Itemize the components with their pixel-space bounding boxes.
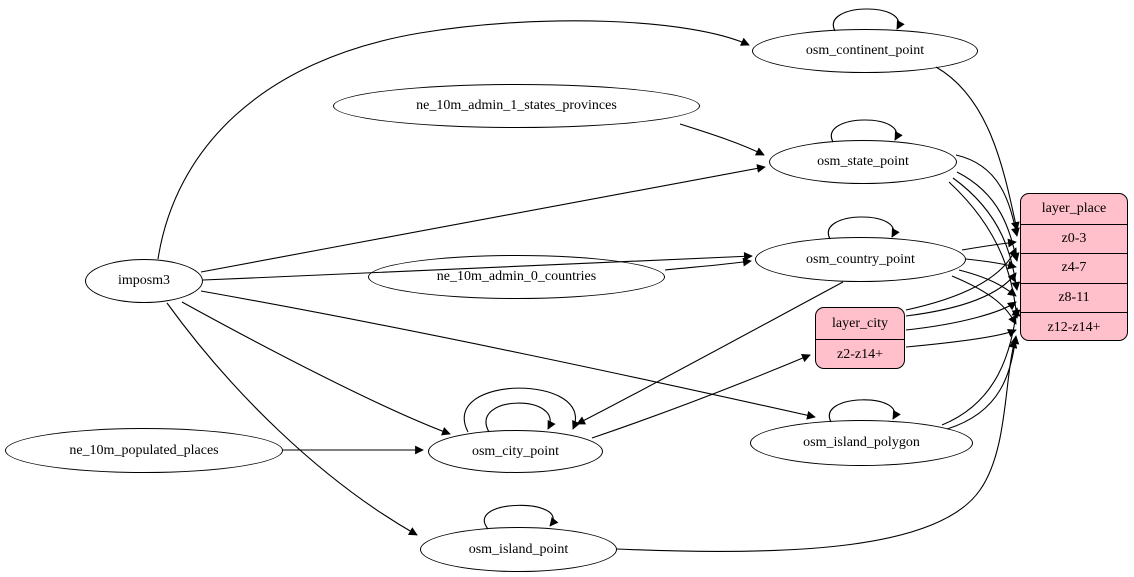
edge-osm-city-point-to-layer-city-z2-z14 (591, 353, 811, 439)
edge-self-loop-inner-osm-city-point (485, 402, 556, 433)
edge-osm-country-point-to-layer-place-z8-11 (958, 269, 1017, 297)
edge-ne-10m-admin-1-states-provinces-to-osm-state-point (679, 123, 765, 156)
layer-place-row-z12-z14: z12-z14+ (1021, 312, 1127, 340)
edge-layer-city-to-layer-place-z4-7 (905, 272, 1017, 317)
edge-osm-state-point-to-layer-place-z8-11 (952, 177, 1021, 291)
edge-osm-country-point-to-layer-place-z0-3 (961, 238, 1017, 251)
layer-place-row-z8-11: z8-11 (1021, 282, 1127, 313)
layer-place-title: layer_place (1041, 200, 1107, 216)
node-imposm3: imposm3 (85, 259, 203, 303)
node-osm-state-point-label: osm_state_point (817, 154, 909, 169)
layer-city-row-z2-z14: z2-z14+ (816, 339, 904, 368)
node-ne-10m-admin-0-countries-label: ne_10m_admin_0_countries (436, 269, 597, 284)
edge-osm-continent-point-to-layer-place-z0-3 (935, 66, 1020, 231)
node-ne-10m-admin-1-states-provinces-label: ne_10m_admin_1_states_provinces (416, 98, 617, 113)
edge-self-loop-osm-country-point (827, 216, 900, 240)
edge-osm-state-point-to-layer-place-z12-z14 (948, 181, 1021, 319)
edge-imposm3-to-osm-city-point (181, 301, 451, 436)
node-osm-state-point: osm_state_point (769, 140, 957, 184)
node-osm-city-point: osm_city_point (428, 430, 603, 473)
layer-place-row-z0-3: z0-3 (1021, 223, 1127, 254)
layer-place-row-z4-7: z4-7 (1021, 253, 1127, 283)
node-layer-place: layer_place z0-3 z4-7 z8-11 z12-z14+ (1020, 193, 1128, 341)
edge-osm-island-polygon-to-layer-place-z8-11 (941, 307, 1021, 426)
node-imposm3-label: imposm3 (117, 273, 171, 288)
edge-osm-state-point-to-layer-place-z4-7 (956, 171, 1020, 262)
node-ne-10m-populated-places-label: ne_10m_populated_places (69, 442, 219, 458)
layer-city-title: layer_city (832, 315, 888, 331)
node-osm-continent-point-label: osm_continent_point (805, 43, 925, 58)
edge-osm-country-point-to-osm-city-point (576, 281, 844, 425)
node-ne-10m-populated-places: ne_10m_populated_places (5, 428, 283, 473)
node-ne-10m-admin-0-countries: ne_10m_admin_0_countries (368, 255, 665, 299)
edge-self-loop-osm-state-point (830, 119, 903, 143)
edge-layer-city-to-layer-place-z8-11 (905, 301, 1017, 331)
edge-osm-state-point-to-layer-place-z0-3 (955, 154, 1020, 237)
edge-osm-country-point-to-layer-place-z12-z14 (951, 275, 1017, 325)
node-osm-country-point-label: osm_country_point (806, 251, 915, 267)
node-osm-continent-point: osm_continent_point (752, 29, 978, 73)
edge-self-loop-osm-island-polygon (828, 399, 901, 423)
node-osm-island-polygon: osm_island_polygon (750, 420, 973, 466)
edge-layer-city-to-layer-place-z12-z14 (905, 329, 1017, 348)
node-osm-country-point: osm_country_point (755, 237, 966, 282)
edge-imposm3-to-osm-continent-point (157, 20, 750, 260)
edge-ne-10m-admin-0-countries-to-osm-country-point (664, 257, 752, 271)
edge-osm-country-point-to-layer-place-z4-7 (965, 258, 1017, 270)
edge-imposm3-to-osm-island-polygon (200, 290, 816, 420)
node-osm-island-polygon-label: osm_island_polygon (803, 435, 920, 450)
edge-self-loop-outer-osm-city-point (464, 387, 581, 433)
edge-self-loop-osm-island-point (484, 504, 559, 530)
node-osm-island-point: osm_island_point (420, 527, 617, 572)
edge-self-loop-osm-continent-point (832, 8, 905, 32)
node-osm-island-point-label: osm_island_point (468, 541, 569, 557)
node-osm-city-point-label: osm_city_point (471, 443, 560, 459)
edge-imposm3-to-osm-island-point (166, 302, 418, 536)
node-ne-10m-admin-1-states-provinces: ne_10m_admin_1_states_provinces (333, 84, 700, 128)
node-layer-city: layer_city z2-z14+ (815, 307, 905, 369)
edge-osm-island-polygon-to-layer-place-z12-z14 (946, 335, 1020, 430)
